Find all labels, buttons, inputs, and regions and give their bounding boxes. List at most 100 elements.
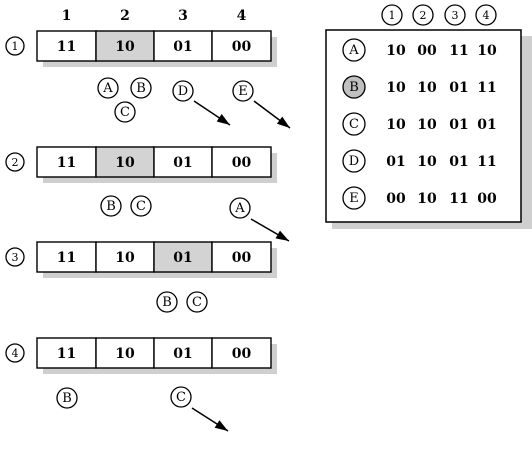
marker-C-text: C xyxy=(136,199,146,214)
legend-header-3-ring xyxy=(444,4,466,26)
column-header-1: 1 xyxy=(62,8,72,24)
marker-C: C xyxy=(130,195,152,217)
row-label-3-text: 3 xyxy=(12,251,19,264)
legend-code: 00 xyxy=(386,191,406,207)
marker-A: A xyxy=(229,197,251,219)
marker-B-ring xyxy=(56,387,78,409)
marker-B: B xyxy=(100,195,122,217)
arrow-E xyxy=(253,100,291,129)
register-cell: 00 xyxy=(211,337,272,369)
row-label-3-ring xyxy=(5,247,25,267)
cell-box xyxy=(36,146,97,178)
register-cell: 11 xyxy=(36,241,97,273)
row-label-2-text: 2 xyxy=(12,156,19,169)
marker-D-text: D xyxy=(178,84,188,99)
cell-box xyxy=(211,30,272,62)
cell-value: 11 xyxy=(57,39,76,55)
cell-box xyxy=(153,146,213,178)
legend-marker-D: D xyxy=(342,149,366,173)
legend-code: 10 xyxy=(417,191,437,207)
legend-code: 11 xyxy=(449,43,468,59)
legend-header-4: 4 xyxy=(475,4,497,26)
register-cell: 00 xyxy=(211,146,272,178)
legend-code: 10 xyxy=(386,80,406,96)
cell-box xyxy=(211,241,272,273)
legend-marker-B: B xyxy=(342,75,366,99)
legend-header-3: 3 xyxy=(444,4,466,26)
cell-box xyxy=(36,30,97,62)
arrow-C xyxy=(191,407,229,432)
register-cell: 11 xyxy=(36,30,97,62)
marker-A-ring xyxy=(97,77,119,99)
marker-B: B xyxy=(156,291,178,313)
cell-value: 10 xyxy=(115,39,135,55)
register-cell: 01 xyxy=(153,241,213,273)
cell-value: 00 xyxy=(232,250,252,266)
row-label-4: 4 xyxy=(5,343,25,363)
legend-code: 01 xyxy=(449,154,468,170)
legend-marker-A-ring xyxy=(342,38,366,62)
cell-value: 01 xyxy=(173,39,192,55)
marker-C-ring xyxy=(186,291,208,313)
marker-C: C xyxy=(114,101,136,123)
cell-box xyxy=(211,337,272,369)
legend-marker-C: C xyxy=(342,112,366,136)
marker-C-ring xyxy=(114,101,136,123)
marker-B-ring xyxy=(130,77,152,99)
register-cell: 01 xyxy=(153,337,213,369)
cell-value: 00 xyxy=(232,346,252,362)
legend-code: 10 xyxy=(417,154,437,170)
legend-code: 10 xyxy=(417,117,437,133)
marker-C-text: C xyxy=(192,295,202,310)
legend-header-2-ring xyxy=(412,4,434,26)
legend-marker-D-ring xyxy=(342,149,366,173)
marker-B-ring xyxy=(156,291,178,313)
arrow-D xyxy=(193,100,231,126)
cell-value: 10 xyxy=(115,346,135,362)
cell-value: 00 xyxy=(232,155,252,171)
legend-code: 11 xyxy=(477,154,496,170)
marker-B: B xyxy=(130,77,152,99)
cell-value: 11 xyxy=(57,346,76,362)
legend-header-4-text: 4 xyxy=(483,9,490,22)
marker-B-text: B xyxy=(106,199,116,214)
row-label-2: 2 xyxy=(5,152,25,172)
legend-code: 00 xyxy=(417,43,437,59)
cell-box xyxy=(211,146,272,178)
marker-D: D xyxy=(172,80,194,102)
marker-A-ring xyxy=(229,197,251,219)
legend-marker-A-text: A xyxy=(348,43,359,58)
legend-code: 01 xyxy=(386,154,405,170)
legend-header-1-ring xyxy=(381,4,403,26)
arrow-A-head xyxy=(275,230,289,241)
legend-header-2: 2 xyxy=(412,4,434,26)
register-cell: 00 xyxy=(211,30,272,62)
legend-code: 10 xyxy=(386,117,406,133)
marker-B-text: B xyxy=(162,295,172,310)
column-header-2: 2 xyxy=(120,8,130,24)
legend-marker-A: A xyxy=(342,38,366,62)
cell-value: 01 xyxy=(173,155,192,171)
column-header-3: 3 xyxy=(178,8,188,24)
arrow-D-head xyxy=(216,114,230,125)
marker-C-ring xyxy=(170,386,192,408)
legend-header-4-ring xyxy=(475,4,497,26)
marker-C-text: C xyxy=(176,390,186,405)
register-cell: 10 xyxy=(95,337,155,369)
legend-code: 11 xyxy=(449,191,468,207)
legend-marker-E: E xyxy=(342,186,366,210)
marker-B-text: B xyxy=(136,81,146,96)
legend-header-3-text: 3 xyxy=(452,9,459,22)
cell-value: 01 xyxy=(173,346,192,362)
register-cell: 10 xyxy=(95,241,155,273)
legend-code: 11 xyxy=(477,80,496,96)
marker-E-text: E xyxy=(238,84,248,99)
legend-marker-D-text: D xyxy=(349,154,359,169)
arrow-E-head xyxy=(276,116,290,128)
